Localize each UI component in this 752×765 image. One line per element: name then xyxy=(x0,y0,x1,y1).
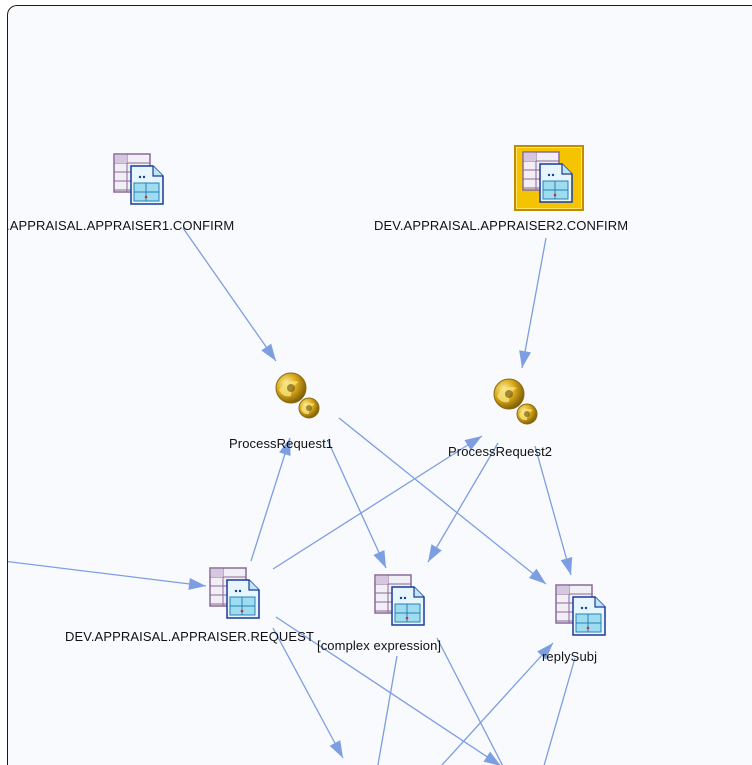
edge-complex-bottom-c[interactable] xyxy=(376,655,398,765)
node-complex-expression[interactable] xyxy=(374,574,436,626)
arrowhead xyxy=(528,568,546,584)
label-process-request-1: ProcessRequest1 xyxy=(229,436,334,451)
edge-process2-complex[interactable] xyxy=(427,442,499,563)
edge-process1-reply[interactable] xyxy=(338,417,547,585)
edge-bottom-f-reply[interactable] xyxy=(432,642,554,765)
node-appraiser1-confirm[interactable] xyxy=(113,153,175,205)
node-appraiser2-confirm[interactable] xyxy=(514,145,584,211)
node-appraiser-request[interactable] xyxy=(209,567,271,619)
edge-confirm2-process2[interactable] xyxy=(519,237,547,369)
edge-reply-bottom-e[interactable] xyxy=(541,657,576,765)
label-appraiser2-confirm: DEV.APPRAISAL.APPRAISER2.CONFIRM xyxy=(374,218,629,233)
arrowhead xyxy=(537,643,553,660)
arrowhead xyxy=(428,544,442,562)
process-gear-icon xyxy=(275,372,320,419)
node-process-request-1[interactable] xyxy=(269,368,329,428)
label-appraiser-request: DEV.APPRAISAL.APPRAISER.REQUEST xyxy=(65,629,314,644)
process-gear-icon xyxy=(493,378,538,425)
edge-request-bottom-a[interactable] xyxy=(272,627,344,759)
arrowhead xyxy=(483,751,501,765)
subject-table-icon xyxy=(113,153,164,205)
edge-complex-bottom-d[interactable] xyxy=(436,637,508,765)
arrowhead xyxy=(188,577,206,590)
edge-left-request[interactable] xyxy=(8,560,207,590)
arrowhead xyxy=(261,343,276,361)
edge-process2-reply[interactable] xyxy=(534,445,573,576)
arrowhead xyxy=(464,436,482,451)
node-process-request-2[interactable] xyxy=(487,374,547,434)
arrowhead xyxy=(279,438,291,457)
label-appraiser1-confirm: .APPRAISAL.APPRAISER1.CONFIRM xyxy=(7,218,235,233)
label-complex-expression: [complex expression] xyxy=(317,638,442,653)
subject-table-icon xyxy=(209,567,260,619)
arrowhead xyxy=(519,350,531,368)
subject-table-icon xyxy=(374,574,425,626)
label-process-request-2: ProcessRequest2 xyxy=(448,444,553,459)
edge-layer xyxy=(8,227,576,765)
diagram-canvas[interactable]: .APPRAISAL.APPRAISER1.CONFIRM DEV.APPRAI… xyxy=(7,5,752,765)
subject-table-icon xyxy=(555,584,606,636)
node-reply-subj[interactable] xyxy=(555,584,617,636)
edge-process1-complex[interactable] xyxy=(327,440,387,569)
subject-table-icon xyxy=(522,151,573,203)
arrowhead xyxy=(560,557,573,575)
arrowhead xyxy=(373,550,386,568)
edge-request-process2[interactable] xyxy=(272,435,483,570)
edge-confirm1-process1[interactable] xyxy=(182,227,277,362)
label-reply-subj: replySubj xyxy=(542,649,598,664)
edge-request-process1[interactable] xyxy=(250,437,291,562)
arrowhead xyxy=(329,740,343,758)
